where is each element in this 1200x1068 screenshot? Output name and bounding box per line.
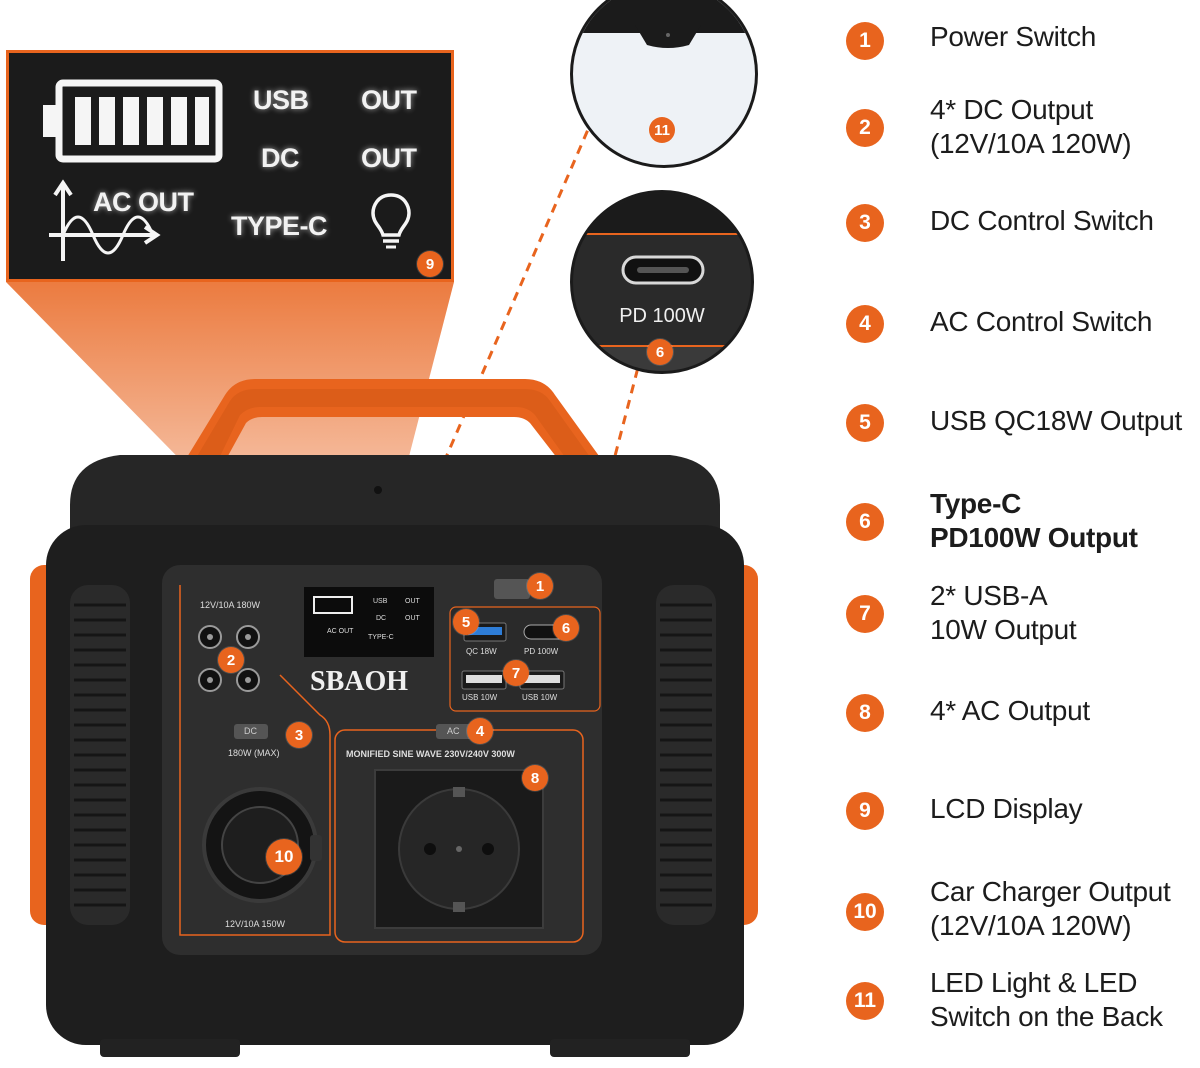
- legend-badge: 2: [846, 109, 884, 147]
- battery-icon: [43, 79, 223, 163]
- lcd-dc-label: DC: [261, 143, 300, 173]
- lcd-type-c-label: TYPE-C: [231, 211, 328, 241]
- device-badge-5: 5: [453, 609, 479, 635]
- type-c-port-icon: [621, 255, 705, 285]
- lcd-ac-out-label: AC OUT: [93, 187, 194, 217]
- ac-button[interactable]: AC: [447, 726, 460, 736]
- callout-badge-6: 6: [647, 339, 673, 365]
- legend-badge: 10: [846, 893, 884, 931]
- legend-label: LED Light & LED Switch on the Back: [930, 967, 1163, 1032]
- legend-badge: 3: [846, 204, 884, 242]
- legend-label: Power Switch: [930, 21, 1097, 52]
- legend-badge: 7: [846, 595, 884, 633]
- legend-badge: 11: [846, 982, 884, 1020]
- legend-label: USB QC18W Output: [930, 405, 1182, 436]
- legend-badge: 4: [846, 305, 884, 343]
- legend-badge: 8: [846, 694, 884, 732]
- device-badge-1: 1: [527, 573, 553, 599]
- car-charger-rating-label: 12V/10A 150W: [225, 919, 286, 929]
- device-lcd-type-c: TYPE-C: [368, 634, 394, 641]
- lcd-out-label: OUT: [361, 143, 417, 173]
- dc-max-label: 180W (MAX): [228, 748, 280, 758]
- device-lcd-out: OUT: [405, 615, 420, 622]
- legend-label: AC Control Switch: [930, 306, 1153, 337]
- device-badge-7: 7: [503, 660, 529, 686]
- usb-port-label: USB 10W: [462, 693, 498, 702]
- led-switch-icon: [635, 25, 701, 48]
- brand-logo: SBAOH: [310, 666, 409, 697]
- device-lcd-usb: USB: [373, 598, 388, 605]
- legend-label: DC Control Switch: [930, 205, 1154, 236]
- pd-port-label: PD 100W: [524, 647, 559, 656]
- legend-label: 4* DC Output (12V/10A 120W): [930, 94, 1132, 159]
- legend-badge: 9: [846, 792, 884, 830]
- usb-port-label: USB 10W: [522, 693, 558, 702]
- legend-label: LCD Display: [930, 793, 1083, 824]
- dc-button[interactable]: DC: [244, 726, 257, 736]
- legend-label: Car Charger Output (12V/10A 120W): [930, 876, 1171, 941]
- device-badge-4: 4: [467, 718, 493, 744]
- device-lcd-out: OUT: [405, 598, 420, 605]
- device-badge-3: 3: [286, 722, 312, 748]
- device-lcd-battery-icon: [313, 596, 353, 614]
- device-badge-8: 8: [522, 765, 548, 791]
- legend-badge: 1: [846, 22, 884, 60]
- device-lcd-ac-out: AC OUT: [327, 628, 354, 635]
- lcd-usb-label: USB: [253, 85, 309, 115]
- legend-badge: 6: [846, 503, 884, 541]
- dc-rating-label: 12V/10A 180W: [200, 600, 261, 610]
- type-c-callout-label: PD 100W: [619, 305, 705, 327]
- legend-label: Type-C PD100W Output: [930, 488, 1138, 553]
- power-station-body: [30, 379, 758, 1057]
- lcd-callout: USB OUT DC OUT AC OUT TYPE-C 9: [6, 50, 454, 282]
- callout-badge-11: 11: [649, 117, 675, 143]
- led-light-callout: 11: [570, 0, 758, 168]
- sine-wave-icon: [49, 179, 161, 261]
- legend-label: 4* AC Output: [930, 695, 1090, 726]
- legend-label: 2* USB-A 10W Output: [930, 580, 1077, 645]
- type-c-callout: PD 100W 6: [570, 190, 754, 374]
- device-badge-2: 2: [218, 647, 244, 673]
- lcd-out-label: OUT: [361, 85, 417, 115]
- callout-badge-9: 9: [417, 251, 443, 277]
- ac-output-label: MONIFIED SINE WAVE 230V/240V 300W: [346, 749, 515, 759]
- device-badge-6: 6: [553, 615, 579, 641]
- legend-badge: 5: [846, 404, 884, 442]
- light-bulb-icon: [371, 193, 411, 249]
- qc-port-label: QC 18W: [466, 647, 497, 656]
- device-badge-10: 10: [266, 839, 302, 875]
- device-lcd-dc: DC: [376, 615, 387, 622]
